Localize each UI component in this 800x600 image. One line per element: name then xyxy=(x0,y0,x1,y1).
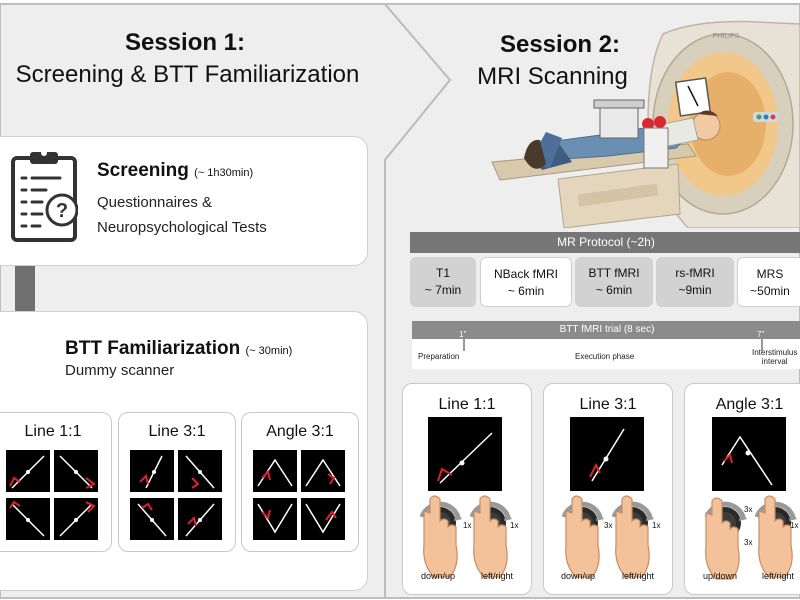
screening-title: Screening (~ 1h30min) xyxy=(97,160,254,181)
trial-ticks xyxy=(463,339,763,351)
protocol-step-duration: ~ 6min xyxy=(595,283,633,297)
familiarization-title: BTT Familiarization (~ 30min) xyxy=(65,338,293,359)
s1-task-label: Line 1:1 xyxy=(24,423,82,440)
s2-task-label: Line 1:1 xyxy=(438,396,496,413)
rep-label: 1x xyxy=(510,521,519,530)
stimulus-thumb xyxy=(301,450,345,492)
protocol-header: MR Protocol (~2h) xyxy=(410,232,800,253)
rep-label: 3x xyxy=(744,538,753,547)
s2-stimuli xyxy=(428,417,786,491)
protocol-step-duration: ~ 6min xyxy=(507,284,545,298)
trial-phase-execution: Execution phase xyxy=(575,352,635,361)
stimulus-thumb xyxy=(253,450,297,492)
protocol-step-mrs: MRS ~50min xyxy=(737,257,800,307)
screening-duration: (~ 1h30min) xyxy=(194,167,254,179)
hand-knob xyxy=(757,495,797,578)
session2-subtitle: MRI Scanning xyxy=(477,63,628,90)
hand-label-left: up/down xyxy=(703,571,738,581)
rep-label: 3x xyxy=(604,521,613,530)
hand-knob xyxy=(614,495,654,578)
trial-mark-2: 7'' xyxy=(757,330,765,339)
trial-mark-1: 1'' xyxy=(459,330,467,339)
s2-task-label: Angle 3:1 xyxy=(715,396,784,413)
stimulus-thumb xyxy=(6,450,50,492)
protocol-step-t1: T1 ~ 7min xyxy=(410,257,476,307)
hand-knob xyxy=(472,495,512,578)
rep-label: 1x xyxy=(790,521,799,530)
protocol-step-duration: ~50min xyxy=(750,284,790,298)
trial-phase-interstimulus: Interstimulus interval xyxy=(752,348,798,366)
s1-task-label: Angle 3:1 xyxy=(266,423,334,440)
stimulus-thumb xyxy=(301,498,345,540)
hand-knob xyxy=(422,495,462,578)
hand-label-left: down/up xyxy=(421,571,456,581)
protocol-step-name: rs-fMRI xyxy=(675,266,715,280)
clipboard-icon: ? xyxy=(11,150,78,242)
familiarization-duration: (~ 30min) xyxy=(245,345,293,357)
screening-line-2: Neuropsychological Tests xyxy=(97,219,267,236)
stimulus-thumb xyxy=(54,498,98,540)
stimulus-line11 xyxy=(428,417,502,491)
s1-stimulus-grid xyxy=(6,450,345,540)
rep-label: 1x xyxy=(652,521,661,530)
scanner-brand: PHILIPS xyxy=(713,33,740,40)
session1-subtitle: Screening & BTT Familiarization xyxy=(15,61,360,88)
protocol-step-duration: ~ 7min xyxy=(424,283,462,297)
stimulus-angle31 xyxy=(712,417,786,491)
stimulus-thumb xyxy=(253,498,297,540)
session2-title: Session 2: xyxy=(499,31,621,58)
s2-task-label: Line 3:1 xyxy=(579,396,637,413)
rep-label: 1x xyxy=(463,521,472,530)
hand-label-right: left/right xyxy=(762,571,795,581)
protocol-step-btt-fmri: BTT fMRI ~ 6min xyxy=(575,257,653,307)
hand-label-right: left/right xyxy=(481,571,514,581)
protocol-step-duration: ~9min xyxy=(678,283,712,297)
trial-header: BTT fMRI trial (8 sec) xyxy=(412,321,800,339)
stimulus-thumb xyxy=(6,498,50,540)
screening-line-1: Questionnaires & xyxy=(97,194,213,211)
s2-hand-controls xyxy=(400,495,800,580)
mri-scanner-illustration: PHILIPS xyxy=(491,20,800,228)
familiarization-subtitle: Dummy scanner xyxy=(65,362,175,379)
protocol-step-rs-fmri: rs-fMRI ~9min xyxy=(656,257,734,307)
stimulus-thumb xyxy=(130,498,174,540)
protocol-step-name: NBack fMRI xyxy=(493,267,558,281)
protocol-step-nback: NBack fMRI ~ 6min xyxy=(480,257,572,307)
hand-knob xyxy=(706,497,747,580)
session1-title: Session 1: xyxy=(124,29,246,56)
s1-task-label: Line 3:1 xyxy=(148,423,206,440)
hand-knob xyxy=(564,495,604,578)
stimulus-thumb xyxy=(54,450,98,492)
svg-text:?: ? xyxy=(56,200,68,222)
stimulus-line31 xyxy=(570,417,644,491)
screening-description: Questionnaires & Neuropsychological Test… xyxy=(97,190,267,240)
hand-label-right: left/right xyxy=(622,571,655,581)
rep-label: 3x xyxy=(744,505,753,514)
trial-phase-preparation: Preparation xyxy=(418,352,460,361)
protocol-step-name: T1 xyxy=(435,266,450,280)
protocol-step-name: BTT fMRI xyxy=(588,266,640,280)
stimulus-thumb xyxy=(178,450,222,492)
stimulus-thumb xyxy=(178,498,222,540)
protocol-step-name: MRS xyxy=(756,267,784,281)
stimulus-thumb xyxy=(130,450,174,492)
hand-label-left: down/up xyxy=(561,571,596,581)
